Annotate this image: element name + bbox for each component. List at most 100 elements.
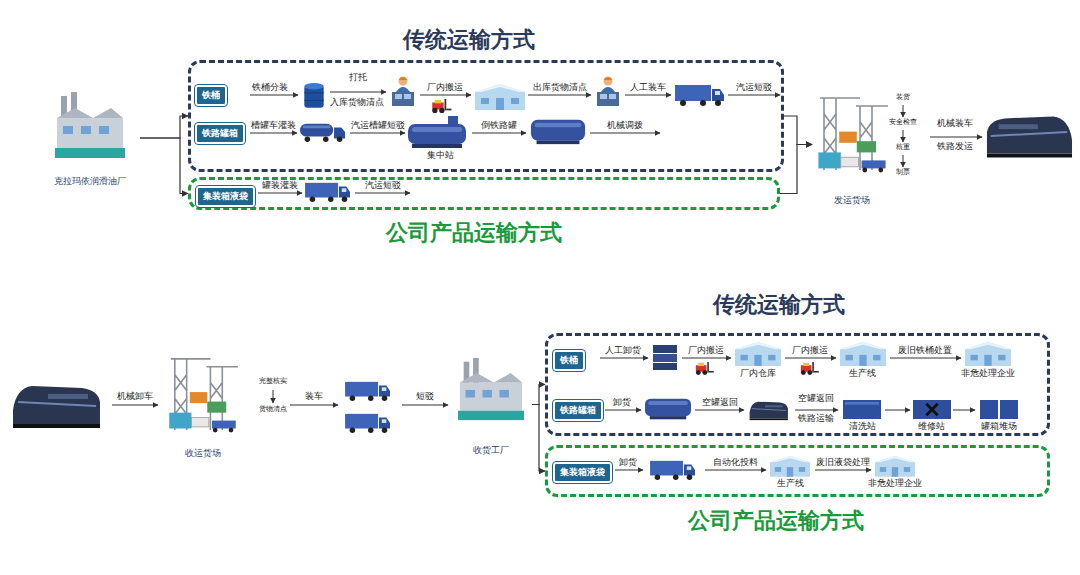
connector bbox=[780, 145, 812, 194]
step-label: 入库货物清点 bbox=[330, 97, 384, 108]
step-label: 汽运槽罐短驳 bbox=[351, 120, 405, 131]
drawing-line bbox=[625, 95, 671, 96]
step-label: 人工装车 bbox=[630, 82, 666, 93]
step-label: 罐装灌装 bbox=[262, 180, 298, 191]
drawing-line bbox=[903, 105, 904, 117]
step-label: 打托 bbox=[349, 72, 367, 83]
step-label: 生产线 bbox=[849, 368, 876, 379]
drawing-use bbox=[653, 345, 677, 370]
site-label: 收货工厂 bbox=[440, 444, 542, 457]
site-label: 克拉玛依润滑油厂 bbox=[30, 175, 150, 188]
site-label: 发运货场 bbox=[802, 194, 902, 207]
step-label: 卸货 bbox=[619, 457, 637, 468]
mode-tag: 集装箱液袋 bbox=[553, 462, 612, 483]
drawing-line bbox=[903, 155, 904, 167]
group-heading: 传统运输方式 bbox=[403, 25, 535, 55]
step-label: 汽运短驳 bbox=[365, 180, 401, 191]
step-label: 清洗站 bbox=[849, 421, 876, 432]
step-label: 短驳 bbox=[416, 391, 434, 402]
drawing-use bbox=[55, 92, 125, 158]
drawing-use bbox=[169, 359, 238, 433]
drawing-line bbox=[250, 95, 298, 96]
drawing-use bbox=[843, 400, 881, 419]
drawing-line bbox=[885, 410, 910, 411]
step-label: 厂内搬运 bbox=[427, 82, 463, 93]
mode-tag: 集装箱液袋 bbox=[196, 186, 255, 207]
site-label: 收运货场 bbox=[148, 447, 258, 460]
drawing-line bbox=[695, 410, 744, 411]
drawing-line bbox=[682, 358, 731, 359]
mode-tag: 铁桶 bbox=[195, 85, 227, 106]
drawing-use bbox=[840, 342, 886, 366]
connector bbox=[532, 385, 545, 405]
drawing-use bbox=[531, 120, 585, 144]
site-node: 收货工厂 bbox=[450, 352, 532, 457]
drawing-use bbox=[818, 98, 888, 172]
site-node: 克拉玛依润滑油厂 bbox=[40, 88, 140, 188]
drawing-line bbox=[590, 133, 660, 134]
drawing-line bbox=[330, 92, 386, 93]
drawing-use bbox=[304, 83, 323, 108]
connector bbox=[532, 405, 545, 472]
connector bbox=[140, 116, 188, 138]
step-label: 维修站 bbox=[918, 421, 945, 432]
step-label: 机械装车 bbox=[937, 118, 973, 129]
drawing-line bbox=[273, 390, 274, 403]
tag-text: 集装箱液袋 bbox=[203, 190, 248, 203]
drawing-use bbox=[650, 461, 695, 480]
drawing-line bbox=[890, 358, 961, 359]
group-heading: 传统运输方式 bbox=[713, 290, 845, 320]
step-label: 完整核实 bbox=[259, 377, 287, 385]
tag-text: 铁路罐箱 bbox=[560, 404, 596, 417]
drawing-line bbox=[420, 95, 471, 96]
tag-text: 铁路罐箱 bbox=[202, 127, 238, 140]
step-label: 生产线 bbox=[777, 478, 804, 489]
drawing-line bbox=[605, 410, 641, 411]
drawing-use bbox=[475, 84, 525, 110]
drawing-line bbox=[350, 133, 405, 134]
drawing-g bbox=[13, 386, 100, 428]
step-label: 倒铁路罐 bbox=[481, 120, 517, 131]
group-heading: 公司产品运输方式 bbox=[386, 218, 562, 248]
drawing-use bbox=[675, 85, 724, 106]
step-label: 空罐返回 bbox=[702, 397, 738, 408]
step-label: 安全检查 bbox=[889, 118, 917, 126]
step-label: 槽罐车灌装 bbox=[251, 120, 296, 131]
drawing-use bbox=[965, 342, 1011, 366]
tag-text: 铁桶 bbox=[560, 354, 578, 367]
drawing-g bbox=[112, 358, 975, 470]
drawing-use bbox=[913, 400, 951, 419]
group-frame: 公司产品运输方式集装箱液袋 bbox=[545, 445, 1050, 497]
drawing-line bbox=[472, 133, 526, 134]
step-label: 厂内搬运 bbox=[688, 345, 724, 356]
site-node: 收运货场 bbox=[158, 345, 248, 460]
step-label: 机械调拨 bbox=[607, 120, 643, 131]
step-label: 自动化投料 bbox=[713, 457, 758, 468]
drawing-use bbox=[408, 116, 466, 148]
step-label: 厂内仓库 bbox=[740, 368, 776, 379]
drawing-line bbox=[290, 405, 338, 406]
drawing-line bbox=[112, 405, 158, 406]
step-label: 废旧液袋处理 bbox=[816, 457, 870, 468]
step-label: 装货 bbox=[896, 93, 910, 101]
drawing-line bbox=[600, 358, 648, 359]
drawing-line bbox=[355, 193, 410, 194]
drawing-use bbox=[735, 342, 781, 366]
step-label: 人工卸货 bbox=[605, 345, 641, 356]
step-label: 铁路发运 bbox=[937, 141, 973, 152]
step-label: 汽运短驳 bbox=[736, 82, 772, 93]
drawing-line bbox=[258, 193, 302, 194]
mode-tag: 铁桶 bbox=[553, 350, 585, 371]
drawing-use bbox=[305, 183, 350, 202]
drawing-line bbox=[705, 470, 766, 471]
drawing-line bbox=[930, 137, 982, 138]
drawing-use bbox=[432, 99, 451, 113]
step-label: 货物清点 bbox=[259, 405, 287, 413]
drawing-line bbox=[250, 133, 297, 134]
step-label: 机械卸车 bbox=[117, 391, 153, 402]
drawing-use bbox=[987, 116, 1072, 157]
drawing-use bbox=[345, 382, 390, 401]
drawing-line bbox=[728, 95, 780, 96]
step-label: 废旧铁桶处置 bbox=[898, 345, 952, 356]
